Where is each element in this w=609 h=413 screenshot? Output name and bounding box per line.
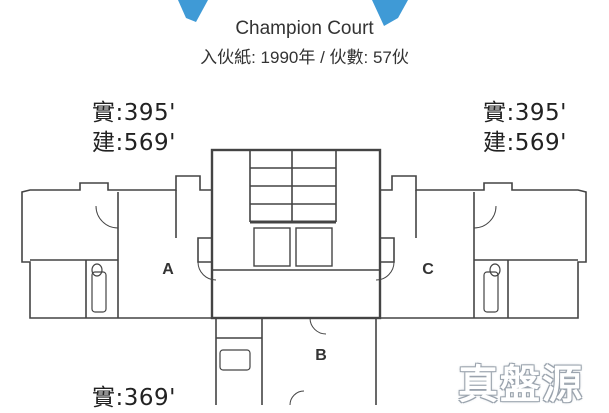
unit-a-saleable: 實:395': [92, 100, 176, 126]
unit-a-area: 實:395' 建:569': [92, 98, 176, 158]
unit-b-label: B: [315, 347, 327, 364]
unit-c-area: 實:395' 建:569': [483, 98, 567, 158]
page-subtitle: 入伙紙: 1990年 / 伙數: 57伙: [200, 48, 409, 67]
core-walls: [210, 148, 382, 320]
lift-right: [295, 227, 333, 267]
unit-c-gross: 建:569': [483, 130, 567, 156]
logo-shapes: [178, 0, 408, 26]
unit-b-walls: [215, 318, 377, 405]
logo-left-wing: [178, 0, 208, 22]
lift-left: [253, 227, 291, 267]
unit-c-walls: [379, 175, 587, 319]
page-title: Champion Court: [235, 18, 374, 39]
header: Champion Court 入伙紙: 1990年 / 伙數: 57伙: [0, 0, 609, 80]
unit-c-label: C: [422, 261, 434, 278]
logo-right-wing: [372, 0, 408, 26]
watermark-logo: 真盤源: [458, 362, 584, 408]
unit-c-saleable: 實:395': [483, 100, 567, 126]
unit-a-walls: [21, 175, 213, 319]
unit-a-gross: 建:569': [92, 130, 176, 156]
unit-a-label: A: [162, 261, 174, 278]
